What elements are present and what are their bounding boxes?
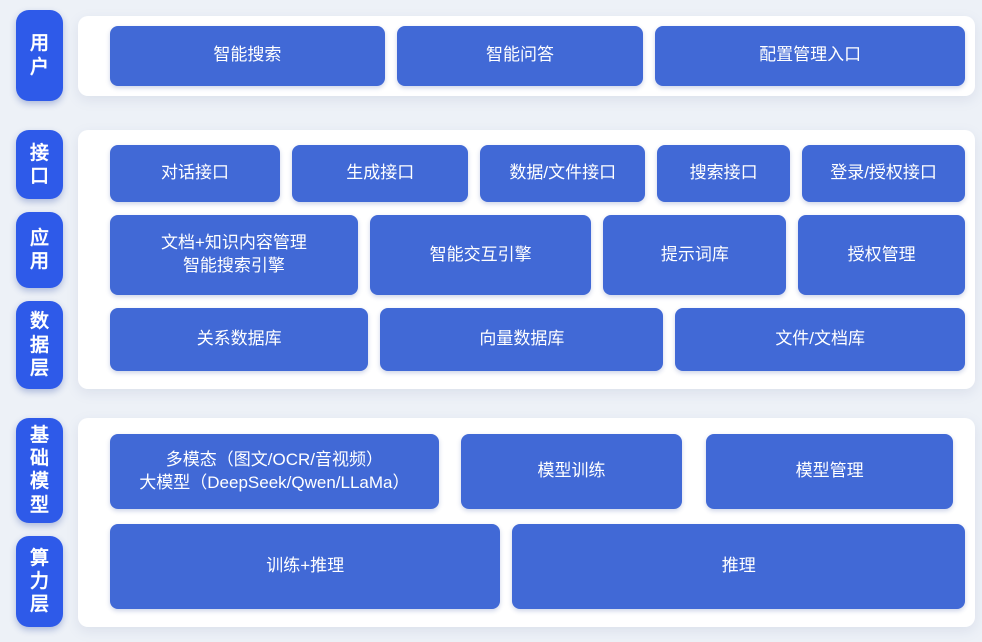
node-generation-api: 生成接口 xyxy=(292,145,469,202)
layer-pill-column: 接口 应用 数据层 xyxy=(16,130,63,389)
layer-band-user: 用户 智能搜索 智能问答 配置管理入口 xyxy=(16,10,975,101)
user-layer-row: 智能搜索 智能问答 配置管理入口 xyxy=(110,25,965,86)
node-model-management: 模型管理 xyxy=(706,434,954,509)
interface-app-data-panel: 对话接口 生成接口 数据/文件接口 搜索接口 登录/授权接口 文档+知识内容管理… xyxy=(78,130,975,389)
interface-row: 对话接口 生成接口 数据/文件接口 搜索接口 登录/授权接口 xyxy=(110,145,965,202)
layer-pill-compute-layer: 算力层 xyxy=(16,535,63,627)
node-training-inference: 训练+推理 xyxy=(110,524,501,609)
node-relational-db: 关系数据库 xyxy=(110,308,369,371)
node-smart-search: 智能搜索 xyxy=(110,25,385,86)
application-row: 文档+知识内容管理 智能搜索引擎 智能交互引擎 提示词库 授权管理 xyxy=(110,215,965,295)
compute-layer-row: 训练+推理 推理 xyxy=(110,524,965,609)
node-prompt-library: 提示词库 xyxy=(603,215,787,295)
layer-pill-foundation-model: 基础模型 xyxy=(16,418,63,523)
layer-pill-application: 应用 xyxy=(16,212,63,289)
layer-pill-interface: 接口 xyxy=(16,130,63,200)
layer-pill-column: 用户 xyxy=(16,10,63,101)
layer-pill-user: 用户 xyxy=(16,10,63,101)
node-model-training: 模型训练 xyxy=(460,434,683,509)
node-auth-management: 授权管理 xyxy=(798,215,965,295)
layer-pill-data-layer: 数据层 xyxy=(16,301,63,389)
node-smart-qa: 智能问答 xyxy=(396,25,644,86)
node-inference: 推理 xyxy=(512,524,965,609)
node-multimodal-llm: 多模态（图文/OCR/音视频） 大模型（DeepSeek/Qwen/LLaMa） xyxy=(110,434,439,509)
node-doc-knowledge-search-engine: 文档+知识内容管理 智能搜索引擎 xyxy=(110,215,358,295)
node-data-file-api: 数据/文件接口 xyxy=(480,145,646,202)
data-layer-row: 关系数据库 向量数据库 文件/文档库 xyxy=(110,308,965,371)
user-layer-panel: 智能搜索 智能问答 配置管理入口 xyxy=(78,15,975,96)
node-smart-interaction-engine: 智能交互引擎 xyxy=(369,215,592,295)
model-compute-panel: 多模态（图文/OCR/音视频） 大模型（DeepSeek/Qwen/LLaMa）… xyxy=(78,418,975,627)
foundation-model-row: 多模态（图文/OCR/音视频） 大模型（DeepSeek/Qwen/LLaMa）… xyxy=(110,434,965,509)
node-config-management-entry: 配置管理入口 xyxy=(655,25,965,86)
node-search-api: 搜索接口 xyxy=(657,145,791,202)
node-login-auth-api: 登录/授权接口 xyxy=(802,145,965,202)
layer-band-interface-app-data: 接口 应用 数据层 对话接口 生成接口 数据/文件接口 搜索接口 登录/授权接口… xyxy=(16,130,975,389)
node-vector-db: 向量数据库 xyxy=(380,308,664,371)
node-file-document-store: 文件/文档库 xyxy=(675,308,965,371)
node-dialog-api: 对话接口 xyxy=(110,145,281,202)
layer-pill-column: 基础模型 算力层 xyxy=(16,418,63,627)
layer-band-model-compute: 基础模型 算力层 多模态（图文/OCR/音视频） 大模型（DeepSeek/Qw… xyxy=(16,418,975,627)
